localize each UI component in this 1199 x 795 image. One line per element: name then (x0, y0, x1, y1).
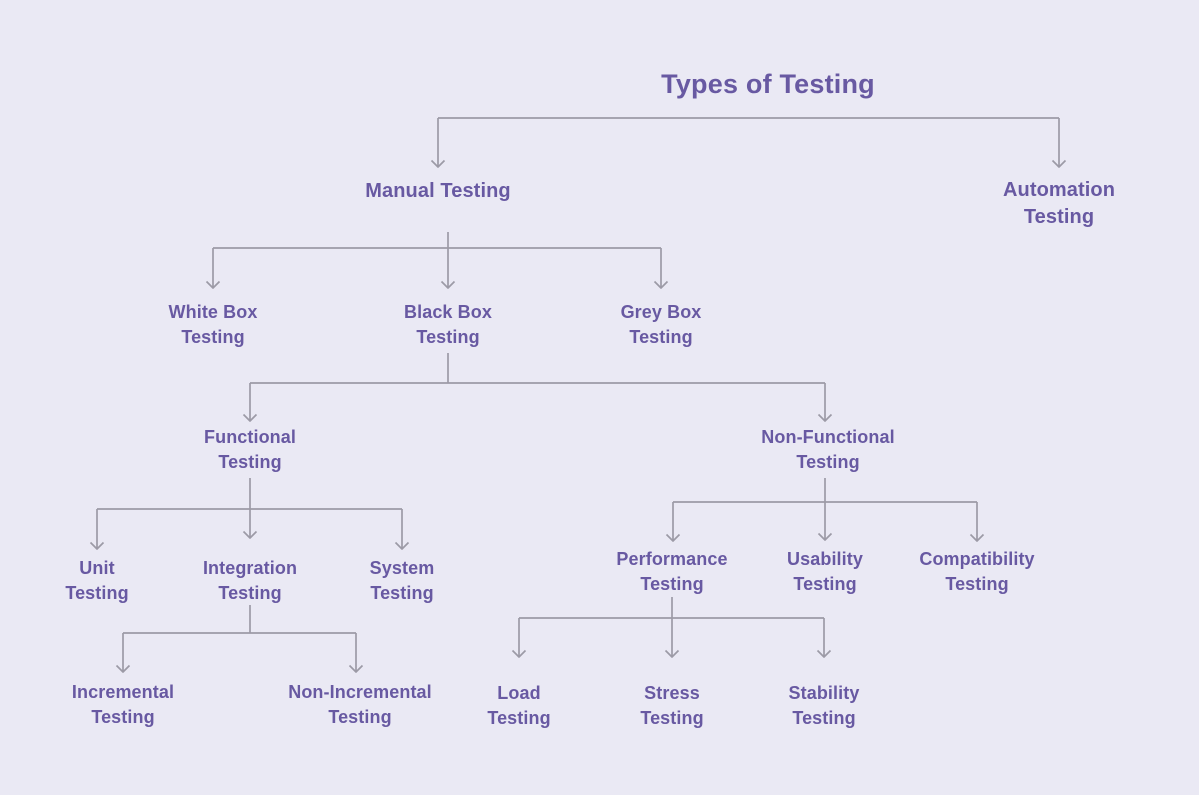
connector-blackbox-children (242, 353, 833, 422)
node-manual-testing: Manual Testing (365, 180, 511, 202)
node-grey-box-testing: Grey Box Testing (620, 302, 702, 347)
node-stress-testing: Stress Testing (640, 683, 704, 728)
node-functional-testing: Functional Testing (204, 427, 296, 472)
node-incremental-testing: Incremental Testing (71, 682, 175, 727)
node-integration-testing: Integration Testing (202, 558, 298, 603)
connector-root-children (430, 117, 1067, 168)
node-non-functional-testing: Non-Functional Testing (761, 427, 895, 472)
connector-performance-children (511, 597, 832, 658)
node-black-box-testing: Black Box Testing (404, 302, 492, 347)
node-system-testing: System Testing (369, 558, 435, 603)
node-automation-testing: Automation Testing (1002, 179, 1116, 228)
connector-integration-children (115, 605, 364, 673)
node-load-testing: Load Testing (487, 683, 551, 728)
diagram-title: Types of Testing (661, 69, 875, 99)
node-non-incremental-testing: Non-Incremental Testing (288, 682, 432, 727)
node-performance-testing: Performance Testing (616, 549, 728, 594)
node-stability-testing: Stability Testing (788, 683, 860, 728)
node-usability-testing: Usability Testing (787, 549, 863, 594)
node-white-box-testing: White Box Testing (168, 302, 258, 347)
node-compatibility-testing: Compatibility Testing (919, 549, 1035, 594)
connector-nonfunctional-children (665, 478, 985, 542)
connector-manual-children (205, 232, 669, 289)
connector-functional-children (89, 478, 410, 550)
node-unit-testing: Unit Testing (65, 558, 129, 603)
